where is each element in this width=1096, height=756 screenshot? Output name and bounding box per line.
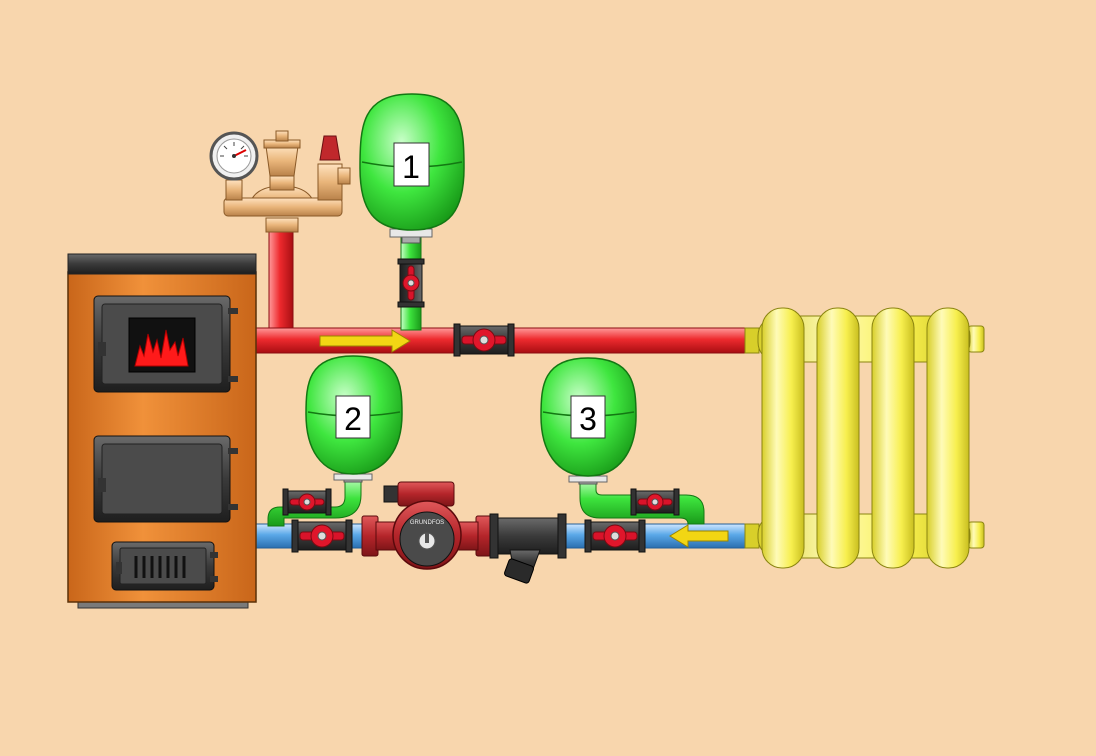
tank-1-label: 1	[402, 149, 420, 185]
ball-valve-icon	[584, 519, 646, 553]
pressure-gauge-icon	[209, 131, 259, 181]
flow-arrow-icon	[669, 524, 729, 548]
ball-valve-icon	[453, 323, 515, 357]
expansion-tank-1: 1	[359, 93, 465, 244]
strainer-icon	[489, 513, 567, 584]
flame-icon	[134, 329, 189, 367]
circulation-pump-icon: GRUNDFOS	[361, 481, 493, 570]
supply-pipe-riser	[268, 224, 294, 336]
ball-valve-icon	[291, 519, 353, 553]
air-vent-icon	[263, 130, 301, 191]
expansion-tank-2: 2	[305, 355, 403, 483]
expansion-tank-3: 3	[540, 357, 637, 485]
tank-3-label: 3	[579, 401, 597, 437]
radiator	[744, 307, 985, 569]
ash-door	[93, 435, 238, 523]
solid-fuel-boiler	[67, 253, 257, 609]
ball-valve-icon	[397, 258, 425, 308]
pump-brand: GRUNDFOS	[410, 520, 444, 526]
ball-valve-icon	[282, 488, 332, 516]
tank-2-label: 2	[344, 401, 362, 437]
safety-group	[209, 130, 351, 233]
firebox-door	[93, 295, 238, 393]
ball-valve-icon	[630, 488, 680, 516]
draft-grate	[111, 541, 218, 591]
flow-arrow-icon	[319, 329, 411, 353]
safety-valve-icon	[317, 135, 351, 201]
